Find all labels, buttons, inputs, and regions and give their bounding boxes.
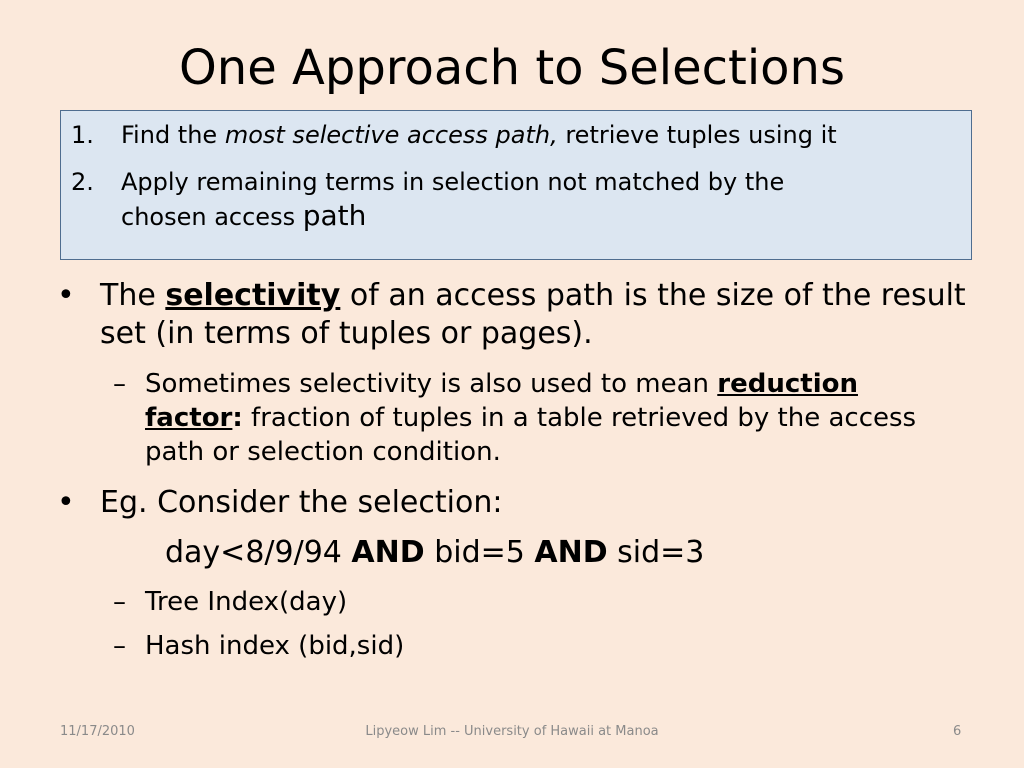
sub-bullet-text: Tree Index(day) [145, 587, 348, 617]
bullet-selectivity: • The selectivity of an access path is t… [57, 277, 980, 353]
selection-expression: day<8/9/94 AND bid=5 AND sid=3 [165, 533, 704, 573]
footer-author: Lipyeow Lim -- University of Hawaii at M… [365, 724, 659, 739]
term-reduction-factor: reduction factor [145, 369, 858, 433]
sub-bullet-reduction-factor: – Sometimes selectivity is also used to … [113, 367, 955, 469]
sub-bullet-text: Hash index (bid,sid) [145, 631, 405, 661]
steps-box: 1. Find the most selective access path, … [60, 110, 972, 260]
footer-page-number: 6 [953, 724, 962, 739]
sub-bullet-text: Sometimes selectivity is also used to me… [145, 369, 718, 399]
step-text: Apply remaining terms in selection not m… [121, 168, 785, 196]
bullet-text: of an access path is the size of the res… [100, 278, 966, 351]
step-number: 2. [71, 168, 94, 196]
bullet-marker: • [57, 278, 75, 313]
bullet-text: Eg. Consider the selection: [100, 485, 503, 520]
step-text: Find the [121, 121, 225, 149]
dash-marker: – [113, 587, 126, 617]
sub-bullet-text: fraction of tuples in a table retrieved … [145, 403, 917, 467]
dash-marker: – [113, 369, 126, 399]
footer-date: 11/17/2010 [60, 724, 135, 739]
selection-term: bid=5 [424, 535, 535, 570]
selection-term: sid=3 [607, 535, 705, 570]
term-colon: : [232, 403, 243, 433]
step-text-large: path [302, 199, 367, 232]
step-emphasis: most selective access path, [224, 121, 558, 149]
sub-bullet-hash-index: – Hash index (bid,sid) [113, 629, 955, 663]
step-text: chosen access [121, 203, 303, 231]
step-text: retrieve tuples using it [557, 121, 837, 149]
term-selectivity: selectivity [165, 278, 341, 313]
selection-term: day<8/9/94 [165, 535, 352, 570]
step-number: 1. [71, 121, 94, 149]
bullet-marker: • [57, 485, 75, 520]
slide-title: One Approach to Selections [179, 40, 845, 96]
bullet-text: The [100, 278, 166, 313]
step-item-1: 1. Find the most selective access path, … [71, 119, 961, 152]
dash-marker: – [113, 631, 126, 661]
step-item-2: 2. Apply remaining terms in selection no… [71, 166, 961, 234]
and-keyword: AND [351, 535, 425, 570]
sub-bullet-tree-index: – Tree Index(day) [113, 585, 955, 619]
and-keyword: AND [534, 535, 608, 570]
bullet-example: • Eg. Consider the selection: [57, 484, 980, 522]
